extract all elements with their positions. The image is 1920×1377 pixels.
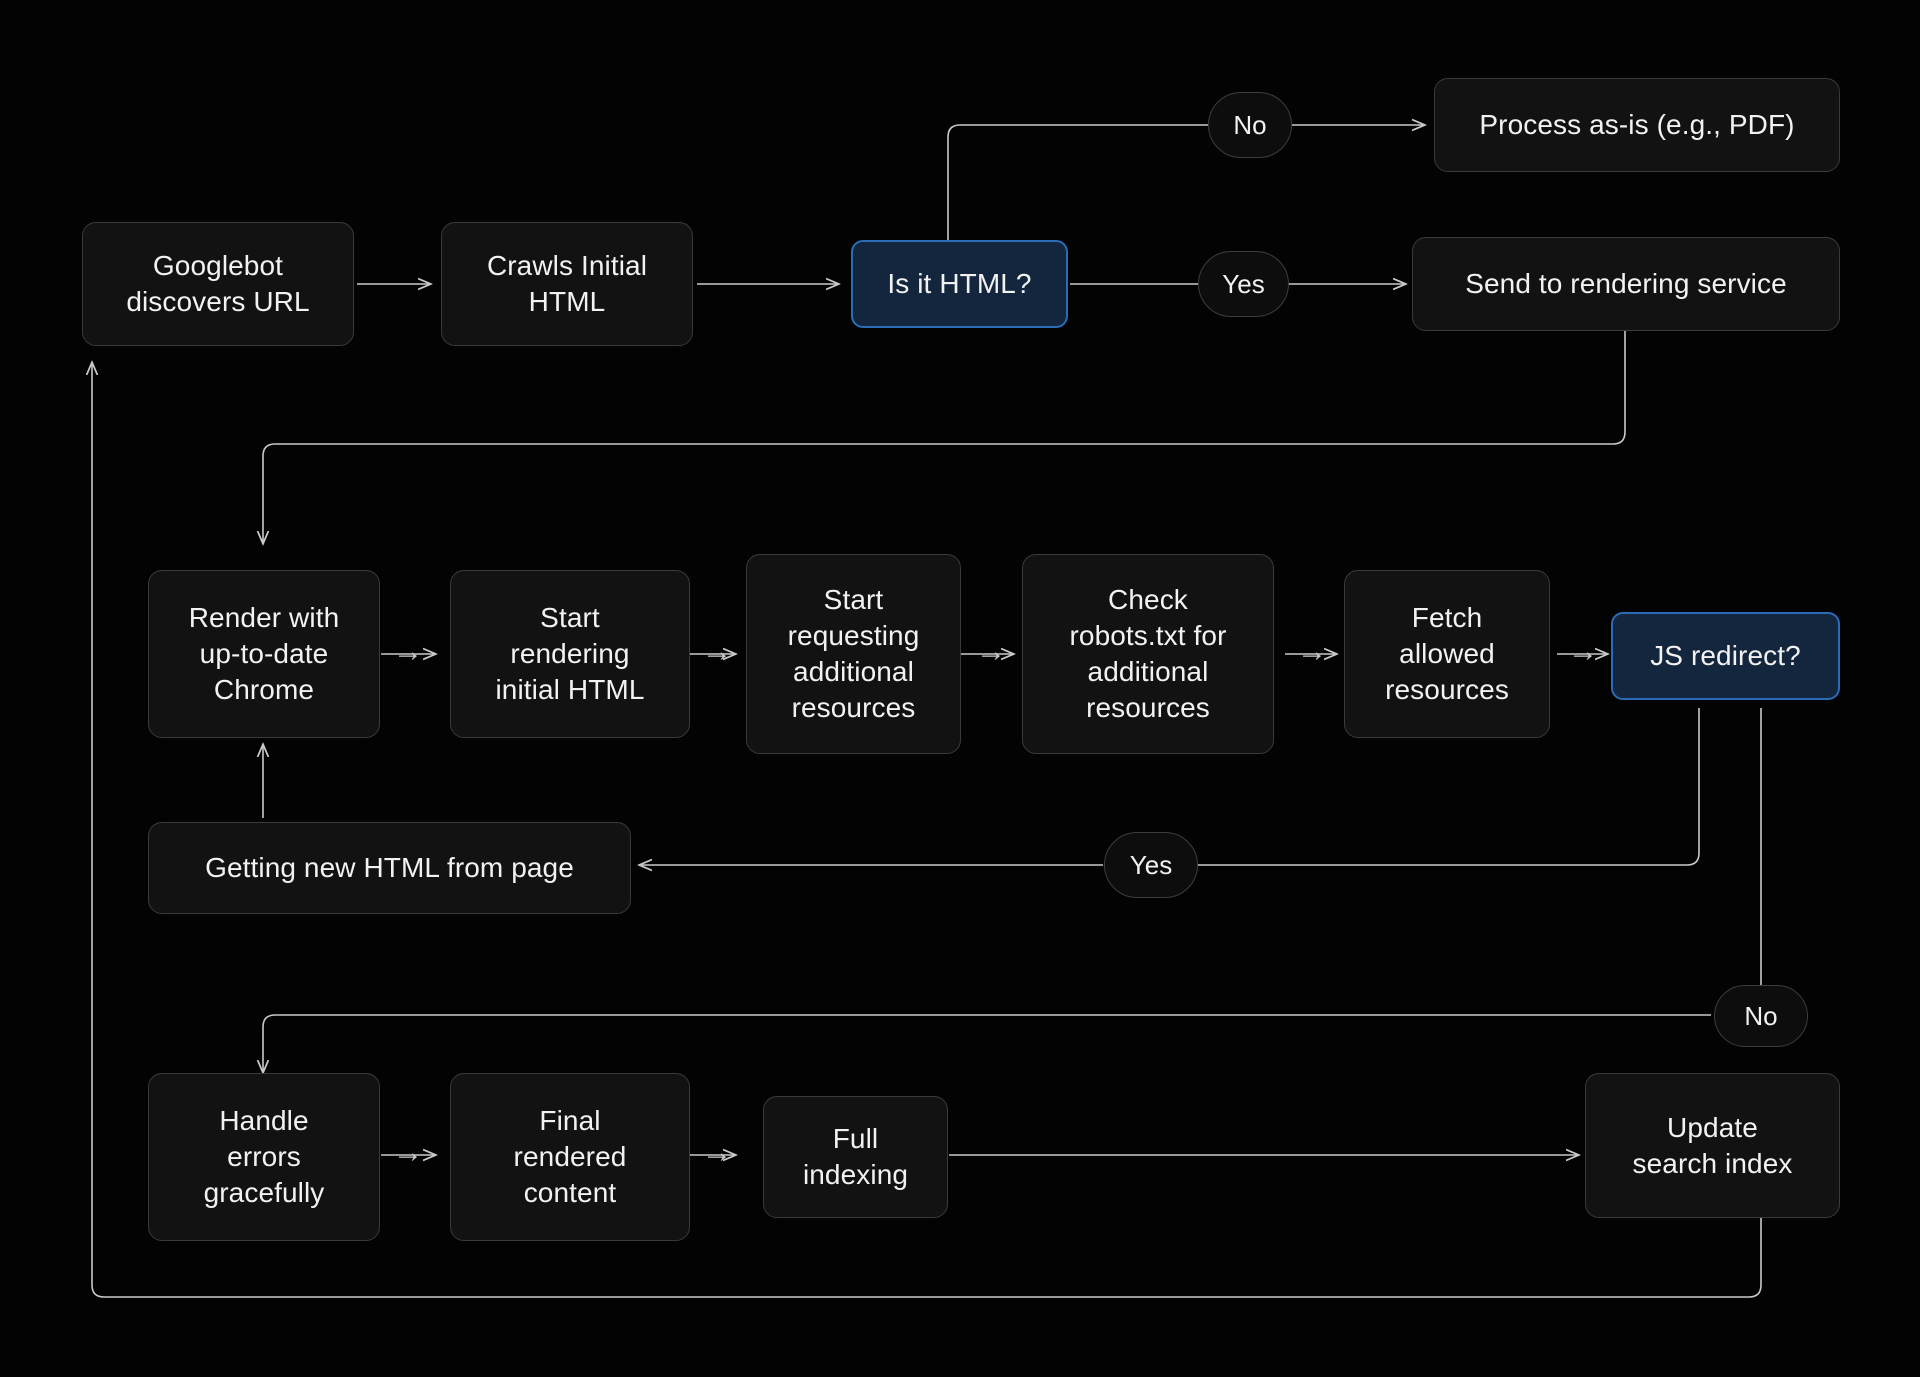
node-fetch-allowed-resources[interactable]: Fetch allowed resources: [1344, 570, 1550, 738]
node-label: Googlebot discovers URL: [126, 250, 310, 317]
edge-label-is-html-yes: Yes: [1198, 251, 1289, 317]
node-label: Process as-is (e.g., PDF): [1479, 109, 1795, 141]
node-start-rendering-initial-html[interactable]: Start rendering initial HTML: [450, 570, 690, 738]
edge-label-text: Yes: [1222, 268, 1265, 299]
node-label: Getting new HTML from page: [205, 852, 574, 884]
node-start-requesting-resources[interactable]: Start requesting additional resources: [746, 554, 961, 754]
arrow-render-to-start-rendering: →: [393, 635, 423, 668]
node-label: Full indexing: [802, 1123, 909, 1190]
node-label: Start rendering initial HTML: [495, 602, 645, 705]
arrow-requesting-to-robots: →: [976, 635, 1006, 668]
node-label: Fetch allowed resources: [1385, 602, 1509, 705]
node-crawls-initial-html[interactable]: Crawls Initial HTML: [441, 222, 693, 346]
node-handle-errors-gracefully[interactable]: Handle errors gracefully: [148, 1073, 380, 1241]
node-send-to-rendering-service[interactable]: Send to rendering service: [1412, 237, 1840, 331]
node-final-rendered-content[interactable]: Final rendered content: [450, 1073, 690, 1241]
node-label: Handle errors gracefully: [203, 1105, 325, 1208]
edge-label-text: No: [1744, 1000, 1778, 1031]
edge-label-text: No: [1233, 109, 1267, 140]
arrow-fetch-to-js-redirect: →: [1568, 635, 1598, 668]
node-full-indexing[interactable]: Full indexing: [763, 1096, 948, 1218]
node-googlebot-discovers-url[interactable]: Googlebot discovers URL: [82, 222, 354, 346]
edge-label-text: Yes: [1129, 849, 1173, 880]
node-label: Start requesting additional resources: [787, 584, 920, 723]
node-label: Check robots.txt for additional resource…: [1069, 584, 1227, 723]
edge-no-to-handleerrors: [263, 1014, 1711, 1072]
node-label: Send to rendering service: [1465, 268, 1787, 300]
edge-label-js-redirect-yes: Yes: [1104, 832, 1198, 898]
node-render-with-chrome[interactable]: Render with up-to-date Chrome: [148, 570, 380, 738]
node-label: Final rendered content: [513, 1105, 627, 1208]
edge-label-is-html-no: No: [1208, 92, 1292, 158]
node-label: JS redirect?: [1650, 640, 1801, 672]
arrow-final-to-full-indexing: →: [702, 1136, 732, 1169]
node-js-redirect[interactable]: JS redirect?: [1611, 612, 1840, 700]
arrow-handle-to-final: →: [393, 1136, 423, 1169]
node-label: Is it HTML?: [887, 268, 1032, 300]
node-label: Crawls Initial HTML: [486, 250, 648, 317]
node-process-as-is[interactable]: Process as-is (e.g., PDF): [1434, 78, 1840, 172]
edge-label-js-redirect-no: No: [1714, 985, 1808, 1047]
edge-send-to-render: [263, 328, 1626, 543]
node-getting-new-html[interactable]: Getting new HTML from page: [148, 822, 631, 914]
node-update-search-index[interactable]: Update search index: [1585, 1073, 1840, 1218]
edge-ishtml-to-no: [947, 124, 1208, 240]
node-label: Update search index: [1632, 1111, 1793, 1179]
node-check-robots-txt[interactable]: Check robots.txt for additional resource…: [1022, 554, 1274, 754]
arrow-robots-to-fetch: →: [1297, 635, 1327, 668]
node-is-it-html[interactable]: Is it HTML?: [851, 240, 1068, 328]
node-label: Render with up-to-date Chrome: [188, 602, 340, 705]
arrow-start-rendering-to-requesting: →: [702, 635, 732, 668]
